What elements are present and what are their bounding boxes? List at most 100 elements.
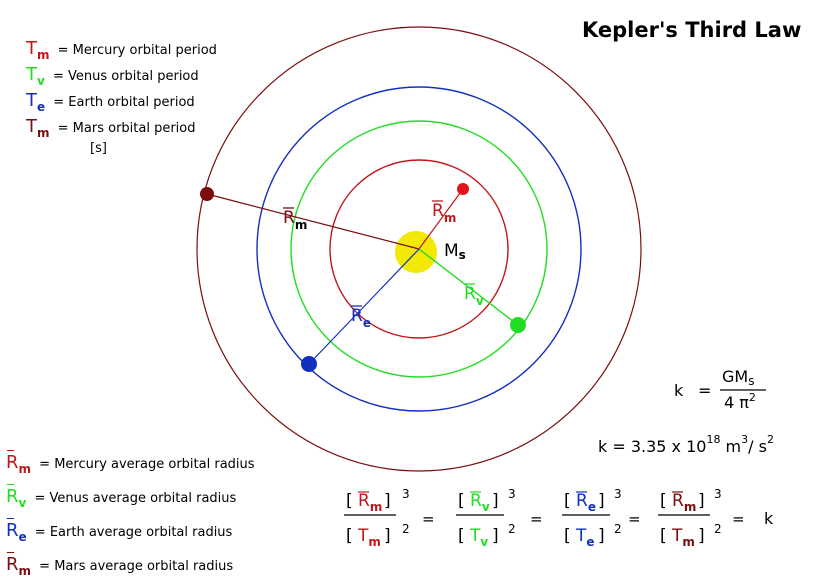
svg-text:]: ] <box>698 491 705 511</box>
legend-symbol-letter: R <box>6 486 19 507</box>
svg-text:[: [ <box>660 526 667 546</box>
label-sun: Ms <box>444 241 466 262</box>
legend-symbol: ‾Rm <box>6 551 32 578</box>
svg-text:]: ] <box>384 526 391 546</box>
legend-text: = Mercury average orbital radius <box>39 457 255 472</box>
venus-planet <box>510 317 526 333</box>
svg-text:=: = <box>628 510 641 528</box>
svg-text:3: 3 <box>714 487 722 501</box>
radius-legend: ‾Rm = Mercury average orbital radius ‾Rv… <box>6 449 255 588</box>
page-title: Kepler's Third Law <box>582 18 802 42</box>
svg-text:=: = <box>732 510 745 528</box>
svg-text:2: 2 <box>614 522 622 536</box>
svg-text:]: ] <box>698 526 705 546</box>
svg-text:Re: Re <box>576 491 596 514</box>
legend-symbol-sub: m <box>18 564 32 578</box>
legend-symbol: ‾Rm <box>6 449 32 476</box>
label-mars-radius: Rm <box>283 208 307 232</box>
legend-text: = Earth average orbital radius <box>34 525 233 540</box>
legend-period-mercury: Tm = Mercury orbital period <box>26 38 217 64</box>
legend-symbol: Tv <box>26 64 45 88</box>
mercury-orbit <box>329 159 509 339</box>
ratio-result: k <box>764 509 774 528</box>
formula-k-numerator: GMs <box>722 367 754 388</box>
legend-symbol-letter: T <box>26 116 37 137</box>
venus-radius-line <box>418 248 519 326</box>
legend-radius-mercury: ‾Rm = Mercury average orbital radius <box>6 449 255 486</box>
svg-text:=: = <box>530 510 543 528</box>
svg-text:2: 2 <box>402 522 410 536</box>
svg-text:]: ] <box>384 491 391 511</box>
legend-radius-mars: ‾Rm = Mars average orbital radius <box>6 551 255 588</box>
legend-symbol-letter: T <box>26 38 37 59</box>
svg-text:[: [ <box>564 526 571 546</box>
legend-symbol-letter: R <box>6 520 19 541</box>
svg-text:]: ] <box>492 491 499 511</box>
formula-k-value-lhs: k = 3.35 x 1018 m3/ s2 <box>598 433 774 456</box>
legend-symbol-sub: m <box>18 462 32 476</box>
svg-text:3: 3 <box>614 487 622 501</box>
legend-symbol-letter: R <box>6 452 19 473</box>
legend-radius-earth: ‾Re = Earth average orbital radius <box>6 517 255 554</box>
svg-text:[: [ <box>458 491 465 511</box>
mars-orbit <box>196 26 642 472</box>
svg-text:[: [ <box>346 526 353 546</box>
svg-text:Rm: Rm <box>672 491 696 514</box>
svg-text:3: 3 <box>402 487 410 501</box>
svg-text:Rv: Rv <box>470 491 490 514</box>
legend-text: = Earth orbital period <box>53 95 195 110</box>
legend-symbol-sub: e <box>18 530 27 544</box>
svg-text:2: 2 <box>714 522 722 536</box>
legend-symbol-letter: T <box>26 90 37 111</box>
legend-period-venus: Tv = Venus orbital period <box>26 64 217 90</box>
mars-planet <box>200 187 214 201</box>
overbar: ‾ <box>7 551 14 567</box>
svg-text:Tm: Tm <box>357 526 381 549</box>
label-earth-radius: Re <box>351 306 371 330</box>
svg-text:=: = <box>422 510 435 528</box>
svg-text:]: ] <box>598 491 605 511</box>
mars-radius-line <box>206 193 420 250</box>
legend-text: = Venus average orbital radius <box>34 491 237 506</box>
svg-text:]: ] <box>598 526 605 546</box>
legend-symbol-sub: e <box>37 100 46 114</box>
earth-orbit <box>256 86 582 412</box>
overbar: ‾ <box>7 449 14 465</box>
ratio-equation: [ Rm ] 3 [ Tm ] 2 = [ Rv ] 3 [ Tv ] 2 = <box>344 487 774 549</box>
mercury-radius-line <box>418 188 464 250</box>
legend-symbol-letter: T <box>26 64 37 85</box>
venus-orbit <box>290 120 548 378</box>
svg-text:[: [ <box>660 491 667 511</box>
legend-symbol-sub: v <box>37 74 45 88</box>
legend-period-earth: Te = Earth orbital period <box>26 90 217 116</box>
earth-planet <box>301 356 317 372</box>
svg-text:Te: Te <box>575 526 595 549</box>
legend-symbol: ‾Rv <box>6 483 26 510</box>
period-legend: Tm = Mercury orbital period Tv = Venus o… <box>26 38 217 156</box>
legend-symbol-sub: m <box>37 126 50 140</box>
legend-symbol-letter: R <box>6 554 19 575</box>
formula-k-denominator: 4 π2 <box>724 391 756 412</box>
legend-symbol: Te <box>26 90 46 114</box>
legend-symbol: Tm <box>26 38 50 62</box>
legend-symbol-sub: m <box>37 48 50 62</box>
svg-text:[: [ <box>458 526 465 546</box>
svg-text:Tm: Tm <box>671 526 695 549</box>
formula-k-gm: k = GMs 4 π2 <box>674 367 766 412</box>
formula-k-lhs: k <box>674 381 684 400</box>
label-mercury-radius: Rm <box>432 201 456 225</box>
legend-text: = Mercury orbital period <box>57 43 217 58</box>
legend-text: = Mars orbital period <box>57 121 196 136</box>
legend-text: = Mars average orbital radius <box>39 559 234 574</box>
legend-symbol: ‾Re <box>6 517 27 544</box>
earth-radius-line <box>308 248 420 365</box>
svg-text:Rm: Rm <box>358 491 382 514</box>
mercury-planet <box>457 183 469 195</box>
svg-text:Tv: Tv <box>469 526 488 549</box>
svg-text:2: 2 <box>508 522 516 536</box>
label-venus-radius: Rv <box>464 284 484 308</box>
ratio-term-venus: [ Rv ] 3 [ Tv ] 2 <box>456 487 516 549</box>
svg-text:3: 3 <box>508 487 516 501</box>
legend-radius-venus: ‾Rv = Venus average orbital radius <box>6 483 255 520</box>
